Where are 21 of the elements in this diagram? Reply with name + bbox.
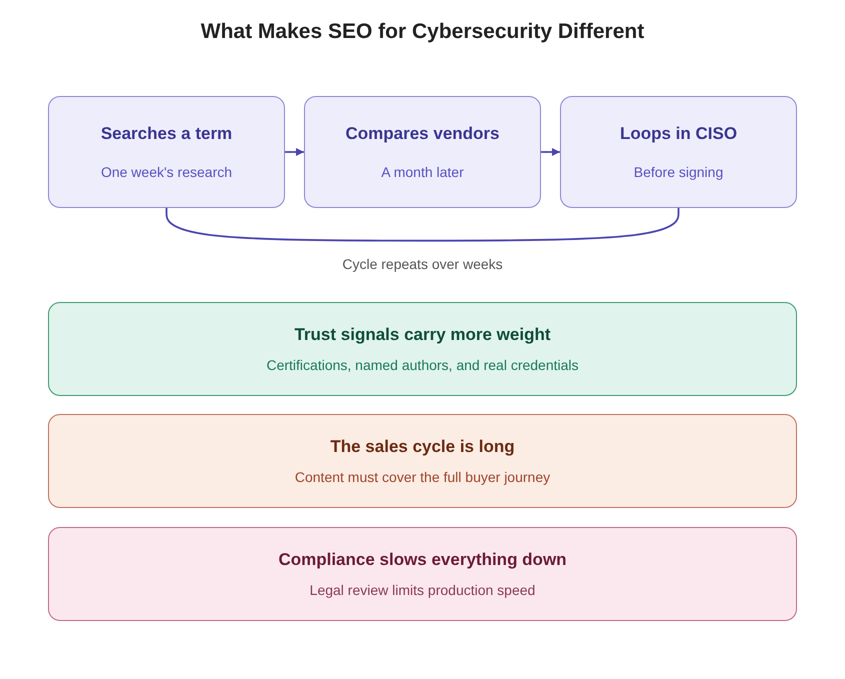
- subtitle: One week's research: [100, 164, 232, 180]
- subtitle: Before signing: [634, 164, 724, 180]
- arrow: [541, 148, 560, 156]
- info-panel: [48, 527, 797, 621]
- diagram-title: What Makes SEO for Cybersecurity Different: [200, 20, 646, 44]
- heading: Trust signals carry more weight: [294, 325, 551, 345]
- info-panel: [48, 414, 797, 508]
- heading: Compliance slows everything down: [278, 550, 567, 570]
- heading: Compares vendors: [346, 124, 500, 144]
- arrow: [285, 148, 304, 156]
- step-box: [560, 96, 797, 208]
- heading: Loops in CISO: [620, 124, 738, 144]
- step-box: [48, 96, 285, 208]
- subtitle: Content must cover the full buyer journey: [294, 469, 550, 485]
- heading: Searches a term: [100, 124, 232, 144]
- subtitle: Legal review limits production speed: [310, 582, 536, 598]
- info-panel: [48, 302, 797, 396]
- step-box: [304, 96, 541, 208]
- heading: The sales cycle is long: [330, 437, 515, 457]
- subtitle: A month later: [381, 164, 464, 180]
- subtitle: Certifications, named authors, and real credentials: [266, 357, 579, 373]
